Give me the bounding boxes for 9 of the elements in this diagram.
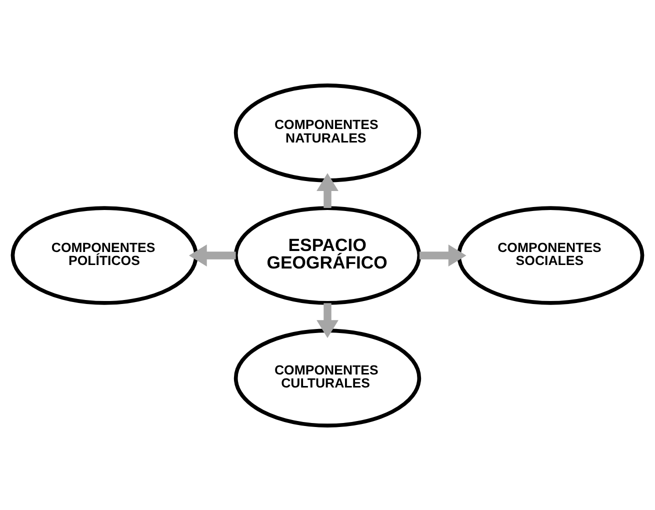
node-ellipse: COMPONENTES POLÍTICOS (10, 206, 198, 304)
arrow (419, 244, 466, 266)
arrow (316, 172, 338, 208)
node-ellipse: ESPACIO GEOGRÁFICO (234, 206, 422, 304)
arrow (188, 244, 236, 266)
arrow (316, 302, 338, 338)
node-ellipse: COMPONENTES NATURALES (234, 82, 422, 182)
node-ellipse: COMPONENTES CULTURALES (234, 328, 422, 428)
node-ellipse: COMPONENTES SOCIALES (457, 206, 644, 304)
